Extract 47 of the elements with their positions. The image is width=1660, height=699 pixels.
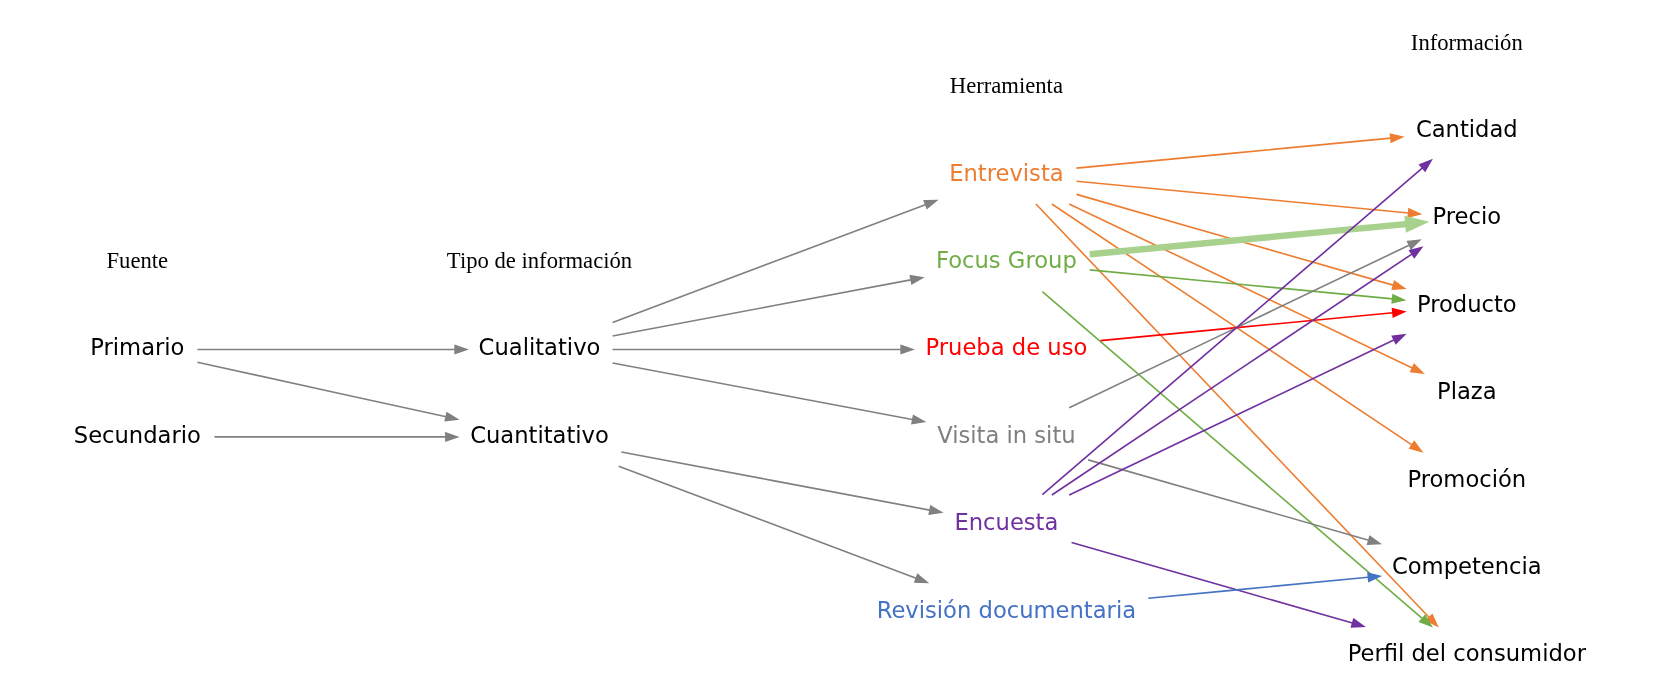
node-text: Producto [1416,290,1517,317]
label: Información [1410,29,1523,55]
node-text: Promoción [1407,465,1527,492]
label: Fuente [106,248,169,274]
arrow [617,465,930,584]
arrow [1088,269,1407,304]
node-text: Primario [90,334,185,361]
arrow [1075,180,1423,219]
arrow [1070,541,1366,628]
arrow [1051,203,1424,453]
arrow [196,361,460,422]
arrow [1075,193,1407,290]
node-text: Focus Group [936,247,1077,274]
arrow [1087,459,1383,546]
arrow [1051,246,1424,496]
node-text: Perfil del consumidor [1347,640,1586,667]
node-text: Encuesta [954,509,1059,536]
label: Tipo de información [446,248,633,274]
arrow [213,431,460,442]
arrow [1041,290,1433,628]
arrow [1068,333,1407,496]
node-text: Visita in situ [937,421,1076,448]
arrow [1068,203,1425,374]
arrow [1041,158,1433,496]
arrow [1147,572,1383,600]
arrow [611,199,939,324]
node-text: Competencia [1391,552,1542,579]
node-text: Precio [1432,203,1502,230]
node-text: Revisión documentaria [876,596,1137,623]
label: Herramienta [949,73,1063,99]
node-text: Secundario [73,421,201,448]
node-text: Cualitativo [478,334,601,361]
node-text: Entrevista [949,159,1064,186]
arrow [611,362,927,425]
arrow [620,451,944,516]
node-text: Prueba de uso [925,334,1088,361]
node-text: Cuantitativo [470,421,609,448]
arrow [1075,133,1405,169]
node-text: Plaza [1437,378,1497,405]
arrow [1089,215,1430,258]
node-text: Cantidad [1415,116,1518,143]
arrow [611,344,915,355]
arrow [1099,307,1407,342]
arrow [1068,239,1422,409]
arrow [1035,203,1439,628]
arrow [196,344,469,355]
arrow [611,274,925,337]
